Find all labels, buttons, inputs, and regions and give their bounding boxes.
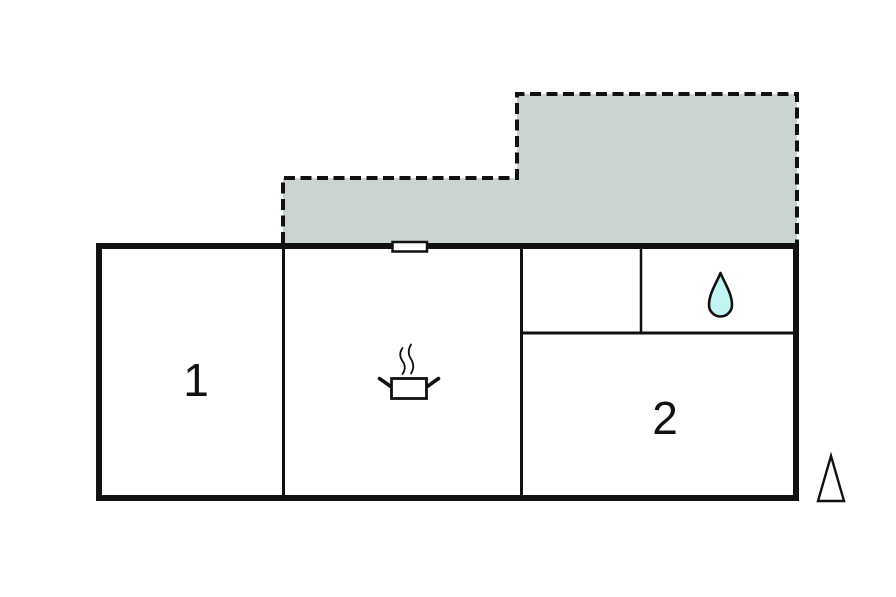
- room-label-1: 1: [183, 354, 209, 406]
- terrace-area: [283, 94, 797, 243]
- steam-icon: [407, 343, 415, 375]
- steam-icon: [399, 347, 406, 375]
- window-marker: [391, 240, 429, 253]
- pot-body: [390, 377, 428, 400]
- building-outline: [96, 243, 799, 501]
- north-arrow-icon: [816, 451, 846, 503]
- pot-handle-right: [426, 376, 441, 388]
- room-label-2: 2: [652, 392, 678, 444]
- cooking-pot-icon: [377, 343, 441, 400]
- water-drop-icon: [707, 271, 734, 318]
- terrace-dashed-border: [281, 92, 799, 243]
- pot-handle-left: [377, 376, 392, 388]
